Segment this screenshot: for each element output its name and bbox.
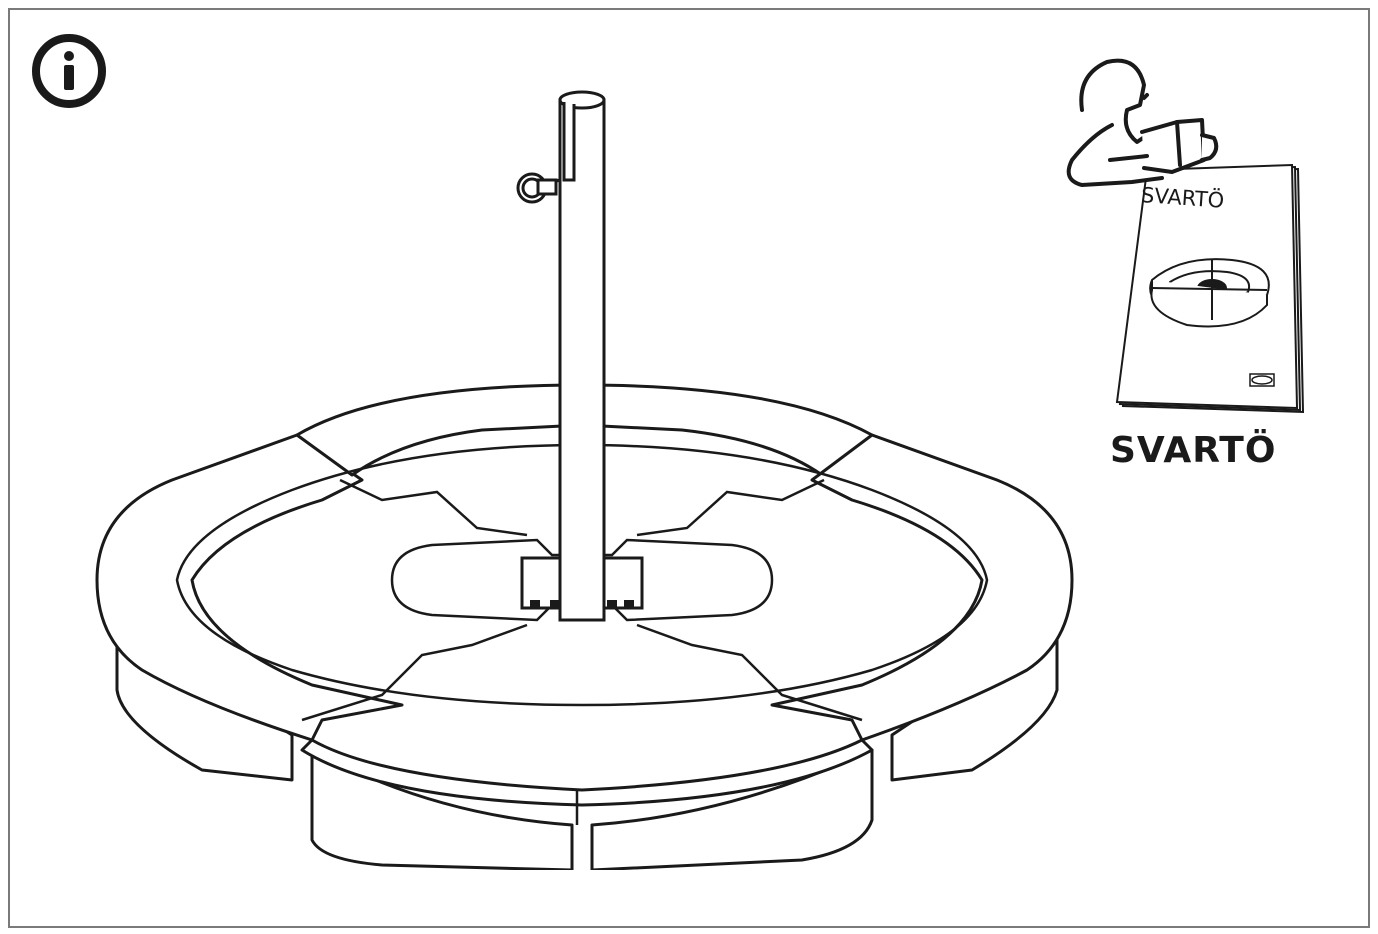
info-icon — [32, 34, 106, 108]
manual-booklet-icon — [1066, 58, 1305, 414]
umbrella-base-illustration — [95, 90, 1074, 870]
instruction-page: SVARTÖ SVARTÖ — [8, 8, 1370, 928]
reading-person-icon — [1066, 58, 1219, 187]
ikea-logo-icon — [1249, 373, 1275, 387]
product-name: SVARTÖ — [1110, 430, 1277, 471]
